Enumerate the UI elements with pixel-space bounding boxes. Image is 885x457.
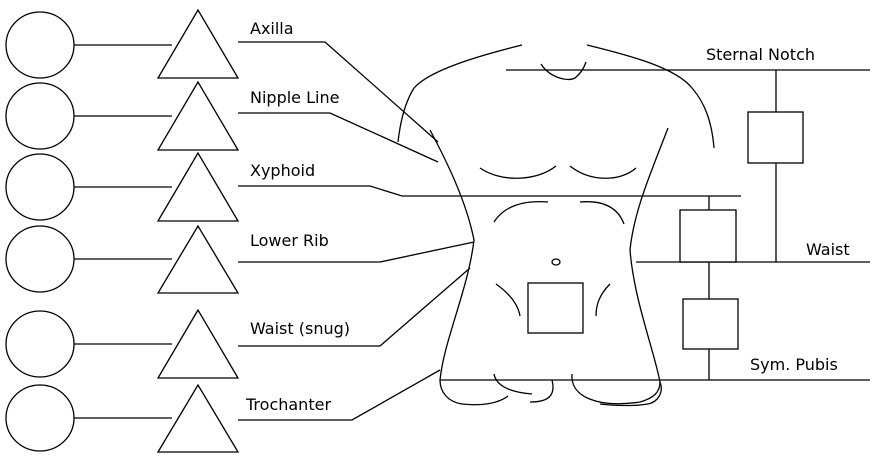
leader-line-nipple-line: [238, 113, 438, 162]
lower-square-marker: [683, 299, 738, 349]
circle-marker: [6, 226, 74, 292]
upper-square-marker: [748, 112, 803, 163]
label-waist-snug: Waist (snug): [250, 319, 350, 338]
navel: [552, 259, 560, 265]
circle-marker: [6, 385, 74, 451]
middle-square-marker: [680, 210, 736, 262]
right-measurement-scale: Sternal Notch Waist Sym. Pubis: [440, 45, 870, 380]
inner-thigh-line: [530, 380, 553, 402]
right-hip-curve: [596, 284, 610, 316]
measurement-row-trochanter: Trochanter: [6, 370, 440, 452]
label-waist: Waist: [806, 240, 850, 259]
right-torso-side: [630, 128, 668, 404]
measurement-row-waist-snug: Waist (snug): [6, 268, 470, 378]
measurement-row-xyphoid: Xyphoid: [6, 153, 741, 221]
left-rib-arch: [494, 202, 548, 222]
left-outer-leg: [462, 396, 508, 405]
left-hip-curve: [496, 284, 520, 316]
circle-marker: [6, 83, 74, 149]
neck-notch: [541, 62, 586, 79]
label-lower-rib: Lower Rib: [250, 231, 329, 250]
right-shoulder-line: [587, 45, 714, 148]
right-rib-arch: [580, 202, 624, 224]
left-leg-curve: [494, 374, 532, 394]
measurement-row-lower-rib: Lower Rib: [6, 226, 474, 293]
label-sternal-notch: Sternal Notch: [706, 45, 815, 64]
circle-marker: [6, 311, 74, 377]
circle-marker: [6, 12, 74, 78]
left-chest-curve: [480, 166, 556, 178]
label-trochanter: Trochanter: [245, 395, 331, 414]
torso-outline: [398, 45, 870, 406]
measurement-row-nipple-line: Nipple Line: [6, 82, 438, 162]
left-torso-side: [430, 130, 474, 404]
circle-marker: [6, 154, 74, 220]
label-axilla: Axilla: [250, 19, 294, 38]
label-sym-pubis: Sym. Pubis: [750, 355, 838, 374]
label-xyphoid: Xyphoid: [250, 161, 315, 180]
triangle-marker: [158, 10, 238, 78]
left-shoulder-line: [398, 45, 522, 142]
right-leg-curve: [572, 374, 660, 404]
right-chest-curve: [570, 166, 636, 178]
label-nipple-line: Nipple Line: [250, 88, 339, 107]
leader-line-xyphoid: [238, 186, 741, 196]
pubis-square-marker: [528, 283, 583, 333]
